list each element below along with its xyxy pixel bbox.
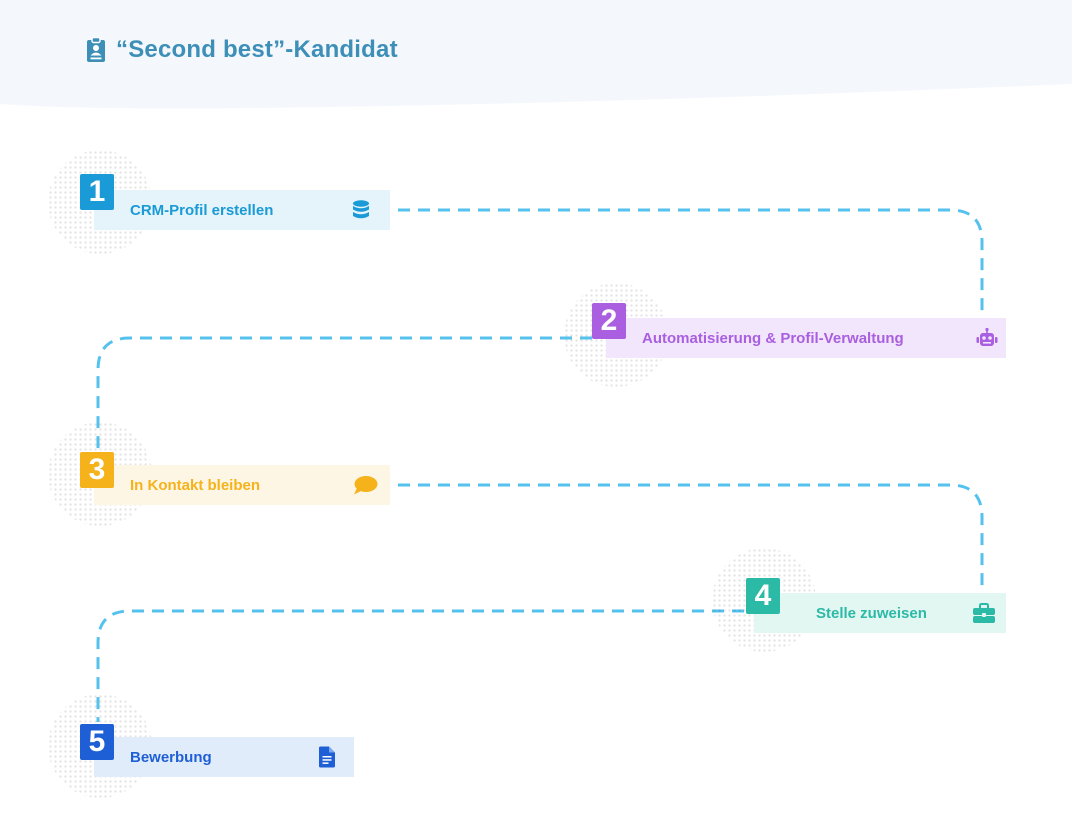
connector-1-2 bbox=[398, 208, 984, 317]
step-1-number: 1 bbox=[80, 174, 114, 210]
step-5-label: Bewerbung bbox=[130, 748, 212, 766]
step-1-label: CRM-Profil erstellen bbox=[130, 201, 274, 219]
step-4-card: Stelle zuweisen bbox=[754, 593, 1006, 633]
chat-bubble-icon bbox=[354, 476, 378, 495]
connector-2-3 bbox=[96, 336, 592, 452]
step-2-card: Automatisierung & Profil-Verwaltung bbox=[606, 318, 1006, 358]
step-2-number: 2 bbox=[592, 303, 626, 339]
step-3-number: 3 bbox=[80, 452, 114, 488]
connector-3-4 bbox=[398, 483, 984, 592]
step-4-label: Stelle zuweisen bbox=[816, 604, 927, 622]
database-icon bbox=[353, 200, 369, 219]
page-header: “Second best”-Kandidat bbox=[86, 36, 398, 64]
step-3-card: In Kontakt bleiben bbox=[94, 465, 390, 505]
header-background bbox=[0, 0, 1072, 109]
step-4-number: 4 bbox=[746, 578, 780, 614]
step-5-number: 5 bbox=[80, 724, 114, 760]
page-title: “Second best”-Kandidat bbox=[116, 36, 398, 63]
step-5-card: Bewerbung bbox=[94, 737, 354, 777]
clipboard-user-icon bbox=[87, 37, 105, 62]
document-icon bbox=[319, 746, 335, 768]
step-2-label: Automatisierung & Profil-Verwaltung bbox=[642, 329, 904, 347]
step-1-card: CRM-Profil erstellen bbox=[94, 190, 390, 230]
connector-4-5 bbox=[96, 609, 744, 722]
robot-icon bbox=[976, 327, 998, 346]
step-3-label: In Kontakt bleiben bbox=[130, 476, 261, 494]
briefcase-icon bbox=[973, 603, 995, 623]
